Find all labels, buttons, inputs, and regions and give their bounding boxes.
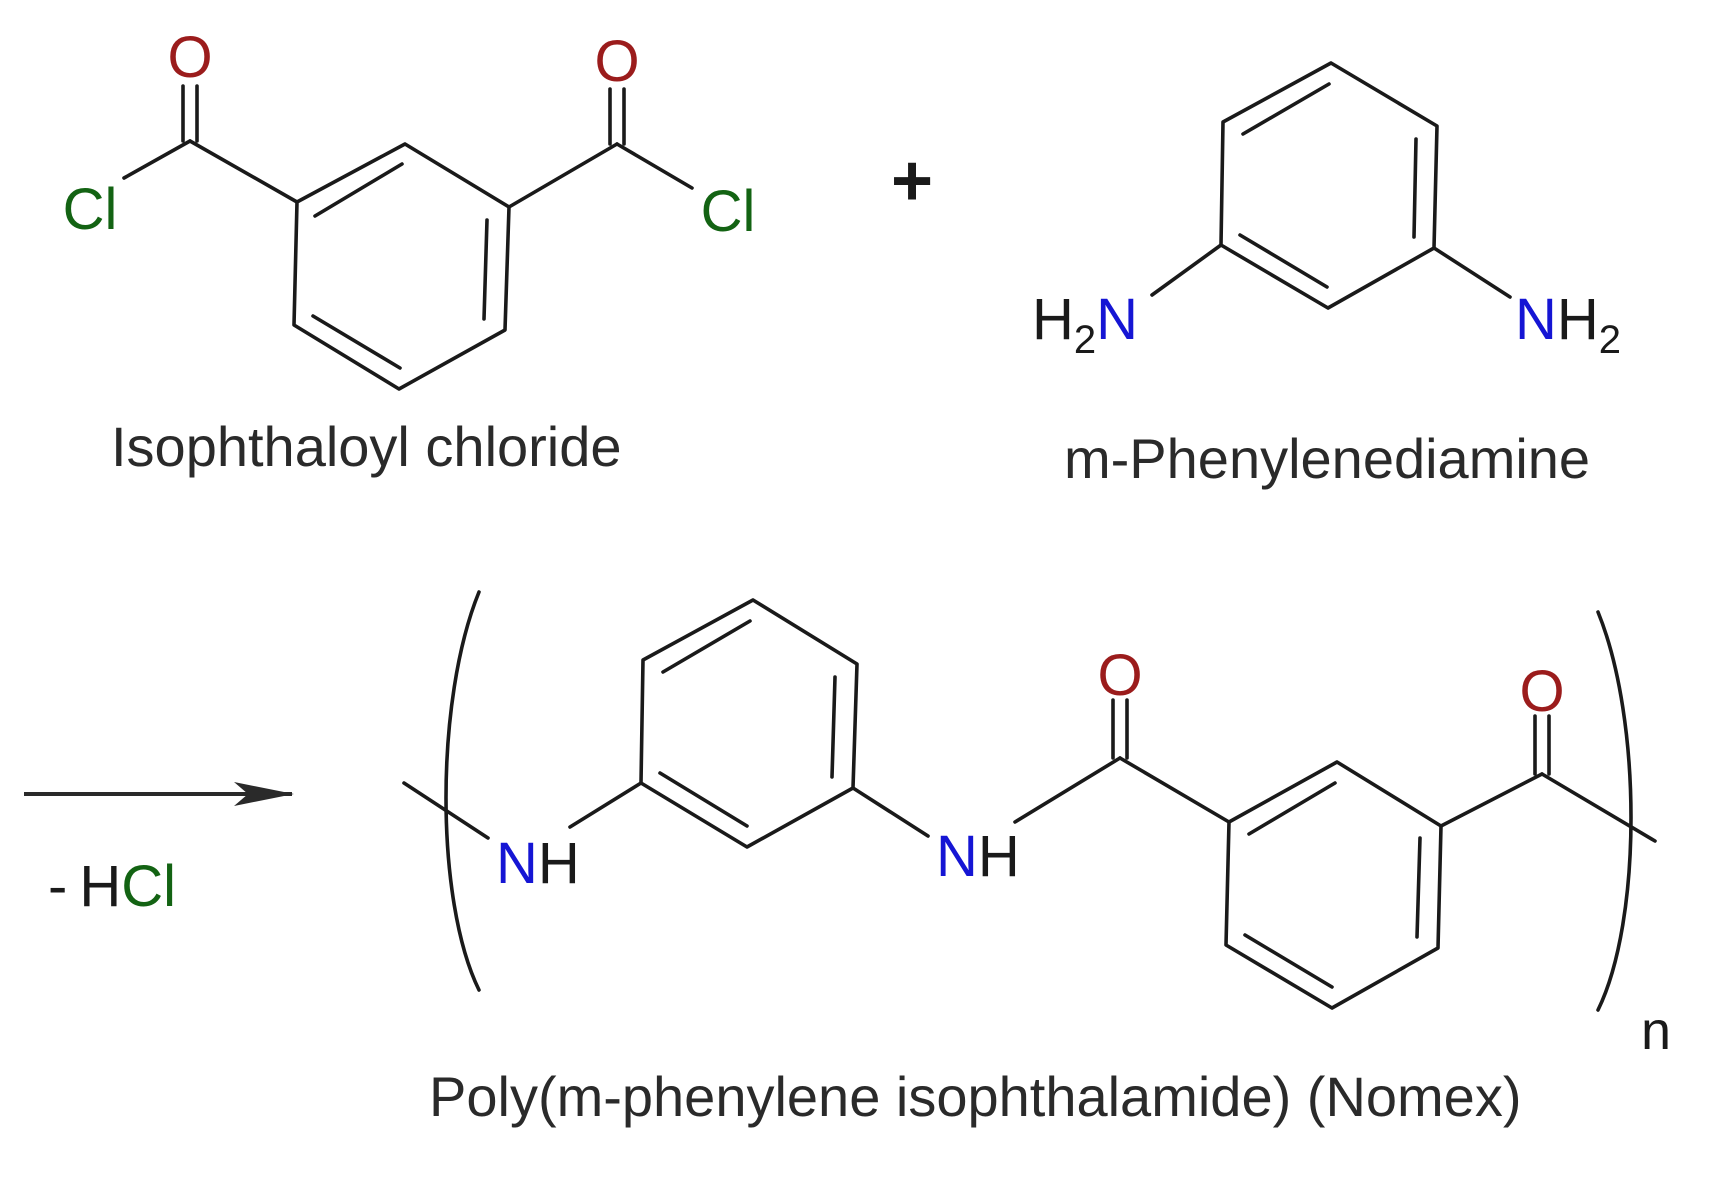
ringA-inner-bond-c <box>658 771 749 828</box>
product-oxygen-atom-1: O <box>1097 643 1142 708</box>
ring1-inner-bond-a <box>313 162 404 218</box>
bond-ring1-c1 <box>188 139 299 204</box>
ring2-inner-bond-c <box>1238 233 1329 289</box>
bond-ringA-nh2 <box>851 786 930 838</box>
nh-group-1: NH <box>496 831 580 896</box>
ringA-inner-bond-b <box>830 675 837 779</box>
product-name: Poly(m-phenylene isophthalamide) (Nomex) <box>429 1065 1521 1128</box>
product-oxygen-atom-2: O <box>1519 659 1564 724</box>
nomex-repeat-unit: NH NH O O n <box>402 590 1671 1061</box>
byproduct-hcl: -HCl <box>48 854 176 919</box>
benzene-ring-A <box>639 598 859 849</box>
bond-c1-ringB <box>1118 756 1231 824</box>
bond-ring2-n-left <box>1150 243 1223 297</box>
bond-ring1-c2 <box>507 142 619 209</box>
nh-group-2: NH <box>936 824 1020 889</box>
benzene-ring-1 <box>292 142 511 391</box>
reactant1-name: Isophthaloyl chloride <box>111 415 622 478</box>
ring2-inner-bond-b <box>1412 137 1418 239</box>
oxygen-atom-2: O <box>594 29 639 94</box>
bond-nh1-ringA <box>568 781 643 829</box>
bond-c2-cl2 <box>615 142 694 190</box>
left-bracket <box>444 590 481 992</box>
ringB-inner-bond-a <box>1247 781 1337 836</box>
ring1-inner-bond-b <box>482 218 489 321</box>
chlorine-atom-1: Cl <box>63 177 118 242</box>
bond-nh2-c1 <box>1013 756 1122 824</box>
bond-c1-cl1 <box>122 139 192 180</box>
isophthaloyl-chloride-molecule: O O Cl Cl <box>63 25 756 391</box>
ring2-inner-bond-a <box>1241 82 1331 136</box>
ringB-inner-bond-b <box>1415 836 1422 939</box>
benzene-ring-B <box>1224 760 1443 1010</box>
right-bracket <box>1596 610 1633 1012</box>
ringA-inner-bond-a <box>661 619 752 674</box>
benzene-ring-2 <box>1219 61 1439 310</box>
reactant2-name: m-Phenylenediamine <box>1064 427 1590 490</box>
left-amine-group: H2N <box>1032 287 1138 362</box>
ringB-inner-bond-c <box>1243 933 1334 989</box>
bond-ring2-n-right <box>1432 246 1512 299</box>
plus-sign: + <box>891 141 933 221</box>
right-amine-group: NH2 <box>1515 287 1621 362</box>
bond-ringB-c2 <box>1439 772 1544 828</box>
ring1-inner-bond-c <box>311 314 402 370</box>
right-chain-bond <box>1540 772 1657 843</box>
left-chain-bond <box>402 781 490 840</box>
oxygen-atom-1: O <box>167 25 212 90</box>
m-phenylenediamine-molecule: H2N NH2 <box>1032 61 1621 362</box>
chlorine-atom-2: Cl <box>701 179 756 244</box>
repeat-index: n <box>1641 1001 1671 1061</box>
